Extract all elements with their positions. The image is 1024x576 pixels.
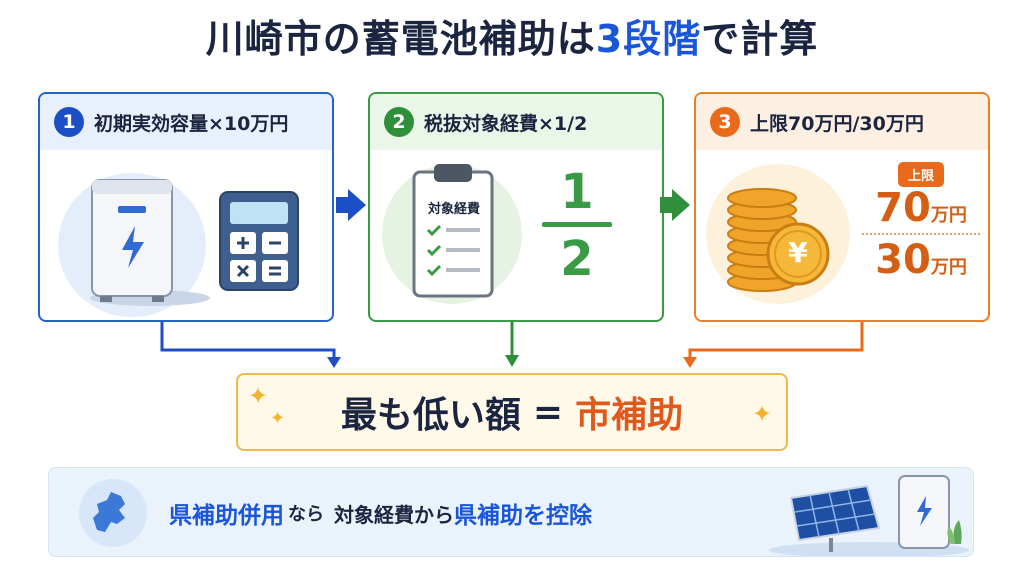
clipboard-title: 対象経費: [427, 202, 480, 217]
step-header-3: 3 上限70万円/30万円: [696, 94, 988, 150]
prefecture-map-icon: [79, 479, 147, 547]
note-part-2: なら: [288, 504, 324, 525]
clipboard-icon: [382, 164, 522, 304]
step-label-1: 初期実効容量×10万円: [94, 112, 289, 135]
fraction: 1 2: [542, 168, 612, 283]
note-part-4: 県補助を控除: [454, 503, 592, 529]
limit-high-value: 70: [875, 185, 931, 231]
yen-symbol: ¥: [788, 236, 808, 269]
step-card-1: 1 初期実効容量×10万円: [38, 92, 334, 322]
step-card-2: 2 税抜対象経費×1/2 対象経費 1 2: [368, 92, 664, 322]
page-title: 川崎市の蓄電池補助は3段階で計算: [0, 8, 1024, 63]
sparkle-icon: ✦: [270, 408, 286, 429]
prefecture-note: 県補助併用 なら 対象経費から 県補助を控除: [48, 467, 974, 557]
note-text: 県補助併用 なら 対象経費から 県補助を控除: [169, 468, 592, 558]
sparkle-icon: ✦: [248, 382, 269, 410]
fraction-denominator: 2: [560, 231, 594, 287]
fraction-numerator: 1: [560, 164, 594, 220]
result-box: 最も低い額 = 市補助: [236, 373, 788, 451]
limit-badge: 上限: [897, 162, 944, 187]
arrow-1-down: [160, 322, 336, 358]
limit-high: 70万円: [858, 187, 984, 229]
limit-separator: [862, 233, 980, 235]
result-right: 市補助: [575, 395, 684, 436]
solar-panel-icon: [769, 475, 969, 556]
result-equals: =: [532, 391, 564, 433]
arrow-3-down: [688, 322, 864, 358]
limit-low-value: 30: [875, 237, 931, 283]
step-label-2: 税抜対象経費×1/2: [424, 112, 588, 135]
fraction-bar: [542, 222, 612, 227]
limit-low: 30万円: [858, 239, 984, 281]
step-header-1: 1 初期実効容量×10万円: [40, 94, 332, 150]
step-label-3: 上限70万円/30万円: [750, 112, 924, 135]
title-highlight: 3段階: [595, 17, 702, 61]
step-number-3: 3: [710, 107, 740, 137]
result-left: 最も低い額: [340, 395, 521, 436]
step-card-3: 3 上限70万円/30万円 ¥ 上限 70万円 30万円: [694, 92, 990, 322]
step-header-2: 2 税抜対象経費×1/2: [370, 94, 662, 150]
step-number-1: 1: [54, 107, 84, 137]
arrow-2-to-3: [660, 189, 690, 221]
note-part-1: 県補助併用: [169, 503, 284, 529]
coins-icon: [706, 164, 850, 304]
limit-high-unit: 万円: [930, 205, 967, 226]
calculator-icon: [219, 191, 299, 291]
sparkle-icon: ✦: [752, 400, 773, 428]
limit-low-unit: 万円: [930, 257, 967, 278]
limit-panel: 上限 70万円 30万円: [858, 162, 984, 281]
arrow-1-to-2: [336, 189, 366, 221]
title-main: 川崎市の蓄電池補助は: [205, 17, 596, 61]
title-tail: で計算: [701, 17, 819, 61]
battery-icon: [58, 173, 210, 317]
note-part-3: 対象経費から: [334, 502, 454, 527]
step-number-2: 2: [384, 107, 414, 137]
